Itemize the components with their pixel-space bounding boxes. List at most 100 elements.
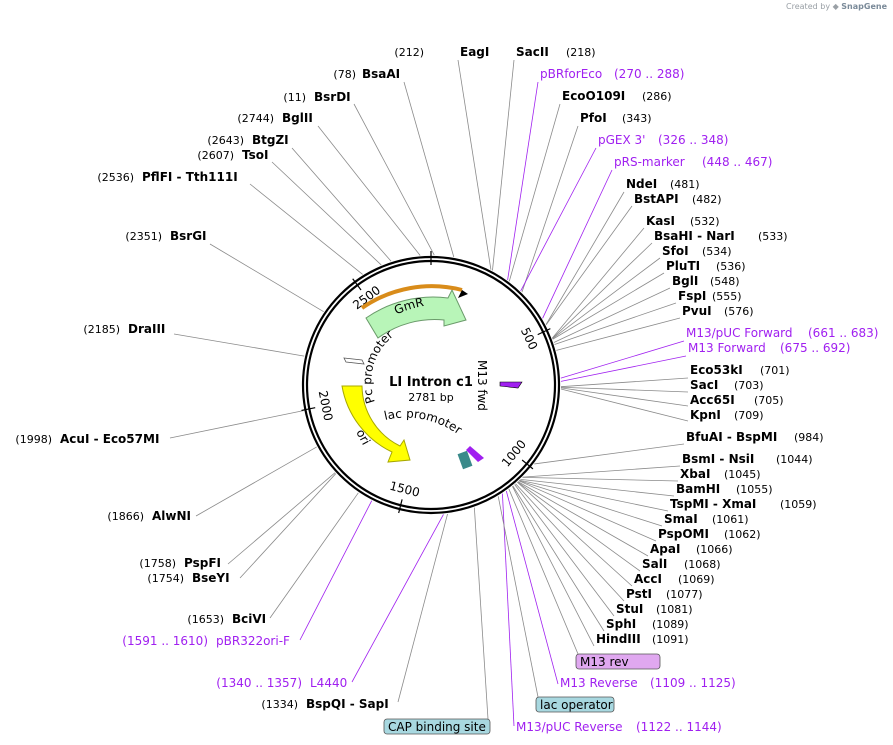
enzyme-pos: (2607) xyxy=(197,149,234,162)
enzyme-left-5: (2607)TsoI xyxy=(197,148,268,162)
enzyme-name: EcoO109I xyxy=(562,89,625,103)
leader-enzyme-right-28 xyxy=(512,485,605,632)
enzyme-left-11: (1758)PspFI xyxy=(139,556,221,570)
enzyme-right-6: BsaHI - NarI(533) xyxy=(654,229,788,243)
enzyme-pos: (576) xyxy=(724,305,754,318)
enzyme-pos: (1758) xyxy=(139,557,176,570)
leader-enzyme-right-29 xyxy=(512,486,595,647)
enzyme-left-12: (1754)BseYI xyxy=(147,571,229,585)
credit-prefix: Created by xyxy=(786,2,831,11)
pc-promoter-arrow[interactable] xyxy=(343,357,365,365)
enzyme-left-4: (2643)BtgZI xyxy=(207,133,288,147)
leader-enzyme-right-26 xyxy=(515,483,625,602)
leader-lines xyxy=(169,59,689,727)
enzyme-left-0: (212)EagI xyxy=(394,45,489,59)
enzyme-name: SmaI xyxy=(664,512,698,526)
boxed-feature-cap-binding-site[interactable]: CAP binding site xyxy=(383,718,491,735)
enzyme-name: SfoI xyxy=(662,244,689,258)
leader-enzyme-right-8 xyxy=(552,272,665,340)
m13-fwd-arrow[interactable] xyxy=(499,381,523,389)
lac-operator-block[interactable] xyxy=(457,450,473,470)
enzyme-right-1: EcoO109I(286) xyxy=(562,89,672,103)
leader-enzyme-right-18 xyxy=(522,476,679,482)
enzyme-name: Acc65I xyxy=(690,393,735,407)
snapgene-logo-icon: ◆ xyxy=(832,2,839,11)
leader-enzyme-right-11 xyxy=(556,317,681,351)
tick-mark-2000 xyxy=(301,407,316,412)
enzyme-name: BciVI xyxy=(232,612,266,626)
leader-enzyme-right-9 xyxy=(553,287,671,343)
leader-enzyme-right-21 xyxy=(518,480,663,527)
primer-right-1: pGEX 3'(326 .. 348) xyxy=(598,133,728,147)
leader-primer-left-1 xyxy=(351,514,444,683)
enzyme-name: BsaAI xyxy=(362,67,400,81)
leader-enzyme-right-14 xyxy=(560,387,689,407)
enzyme-name: XbaI xyxy=(680,467,710,481)
ori-feature[interactable] xyxy=(341,385,411,463)
enzyme-pos: (1069) xyxy=(678,573,715,586)
enzyme-right-25: AccI (1069) xyxy=(634,572,715,586)
enzyme-pos: (343) xyxy=(622,112,652,125)
enzymes-right-group: SacII(218) EcoO109I(286) PfoI(343) NdeI(… xyxy=(516,45,824,646)
primer-label: pBR322ori-F xyxy=(216,634,290,648)
enzyme-left-7: (2351)BsrGI xyxy=(125,229,206,243)
primer-label: M13/pUC Reverse xyxy=(516,720,623,734)
enzyme-pos: (1653) xyxy=(187,613,224,626)
enzyme-right-23: ApaI(1066) xyxy=(650,542,733,556)
leader-enzyme-left-3 xyxy=(317,125,421,256)
tick-label-2000: 2000 xyxy=(316,389,336,422)
enzyme-right-21: SmaI(1061) xyxy=(664,512,749,526)
leader-primer-right-3 xyxy=(560,340,685,379)
plasmid-name: LI Intron c1 xyxy=(389,375,473,390)
leader-enzyme-right-20 xyxy=(519,479,669,512)
m13-rev-primer-mark[interactable] xyxy=(466,446,484,462)
enzyme-pos: (532) xyxy=(690,215,720,228)
enzyme-name: BsaHI - NarI xyxy=(654,229,735,243)
enzyme-pos: (1059) xyxy=(780,498,817,511)
enzyme-right-9: BglI(548) xyxy=(672,274,740,288)
enzyme-left-14: (1334)BspQI - SapI xyxy=(261,697,388,711)
enzyme-name: HindIII xyxy=(596,632,641,646)
enzyme-name: PluTI xyxy=(666,259,700,273)
enzyme-name: PstI xyxy=(626,587,652,601)
boxed-feature-lac-operator[interactable]: lac operator xyxy=(535,696,615,713)
leader-primer-right-0 xyxy=(507,81,539,281)
leader-primer-right-6 xyxy=(502,493,515,727)
leader-enzyme-right-19 xyxy=(520,479,675,497)
enzyme-name: BsrDI xyxy=(314,90,351,104)
leader-boxed-feature-1 xyxy=(497,496,539,698)
leader-primer-right-2 xyxy=(542,169,613,319)
enzyme-right-2: PfoI(343) xyxy=(580,111,652,125)
primer-range: (1109 .. 1125) xyxy=(650,676,736,690)
pc-promoter-label: Pc promoter xyxy=(360,327,395,405)
tick-label-500: 500 xyxy=(518,325,540,352)
leader-primer-right-5 xyxy=(505,490,559,685)
enzyme-pos: (2351) xyxy=(125,230,162,243)
primer-label: M13 Forward xyxy=(688,341,766,355)
leader-enzyme-left-2 xyxy=(353,103,435,256)
enzyme-pos: (481) xyxy=(670,178,700,191)
enzyme-pos: (1055) xyxy=(736,483,773,496)
enzyme-name: AccI xyxy=(634,572,662,586)
enzyme-pos: (555) xyxy=(712,290,742,303)
m13-rev-box-label: M13 rev xyxy=(580,655,629,669)
enzyme-right-3: NdeI(481) xyxy=(626,177,700,191)
primers-right-group: pBRforEco(270 .. 288) pGEX 3'(326 .. 348… xyxy=(516,67,878,734)
enzyme-pos: (548) xyxy=(710,275,740,288)
enzyme-right-11: PvuI(576) xyxy=(682,304,754,318)
enzyme-right-0: SacII(218) xyxy=(516,45,596,59)
enzyme-pos: (1998) xyxy=(15,433,52,446)
enzyme-pos: (2643) xyxy=(207,134,244,147)
enzyme-name: PspOMI xyxy=(658,527,709,541)
enzyme-name: SalI xyxy=(642,557,667,571)
enzyme-right-18: XbaI(1045) xyxy=(680,467,761,481)
leader-enzyme-left-11 xyxy=(227,472,336,565)
enzyme-right-29: HindIII(1091) xyxy=(596,632,689,646)
leader-boxed-feature-2 xyxy=(473,507,489,720)
snapgene-credit: Created by ◆ SnapGene xyxy=(786,2,887,11)
tick-mark-500 xyxy=(537,328,551,336)
leader-enzyme-left-9 xyxy=(169,410,304,439)
boxed-feature-m13-rev[interactable]: M13 rev xyxy=(575,653,661,670)
gmr-feature[interactable] xyxy=(365,288,467,339)
